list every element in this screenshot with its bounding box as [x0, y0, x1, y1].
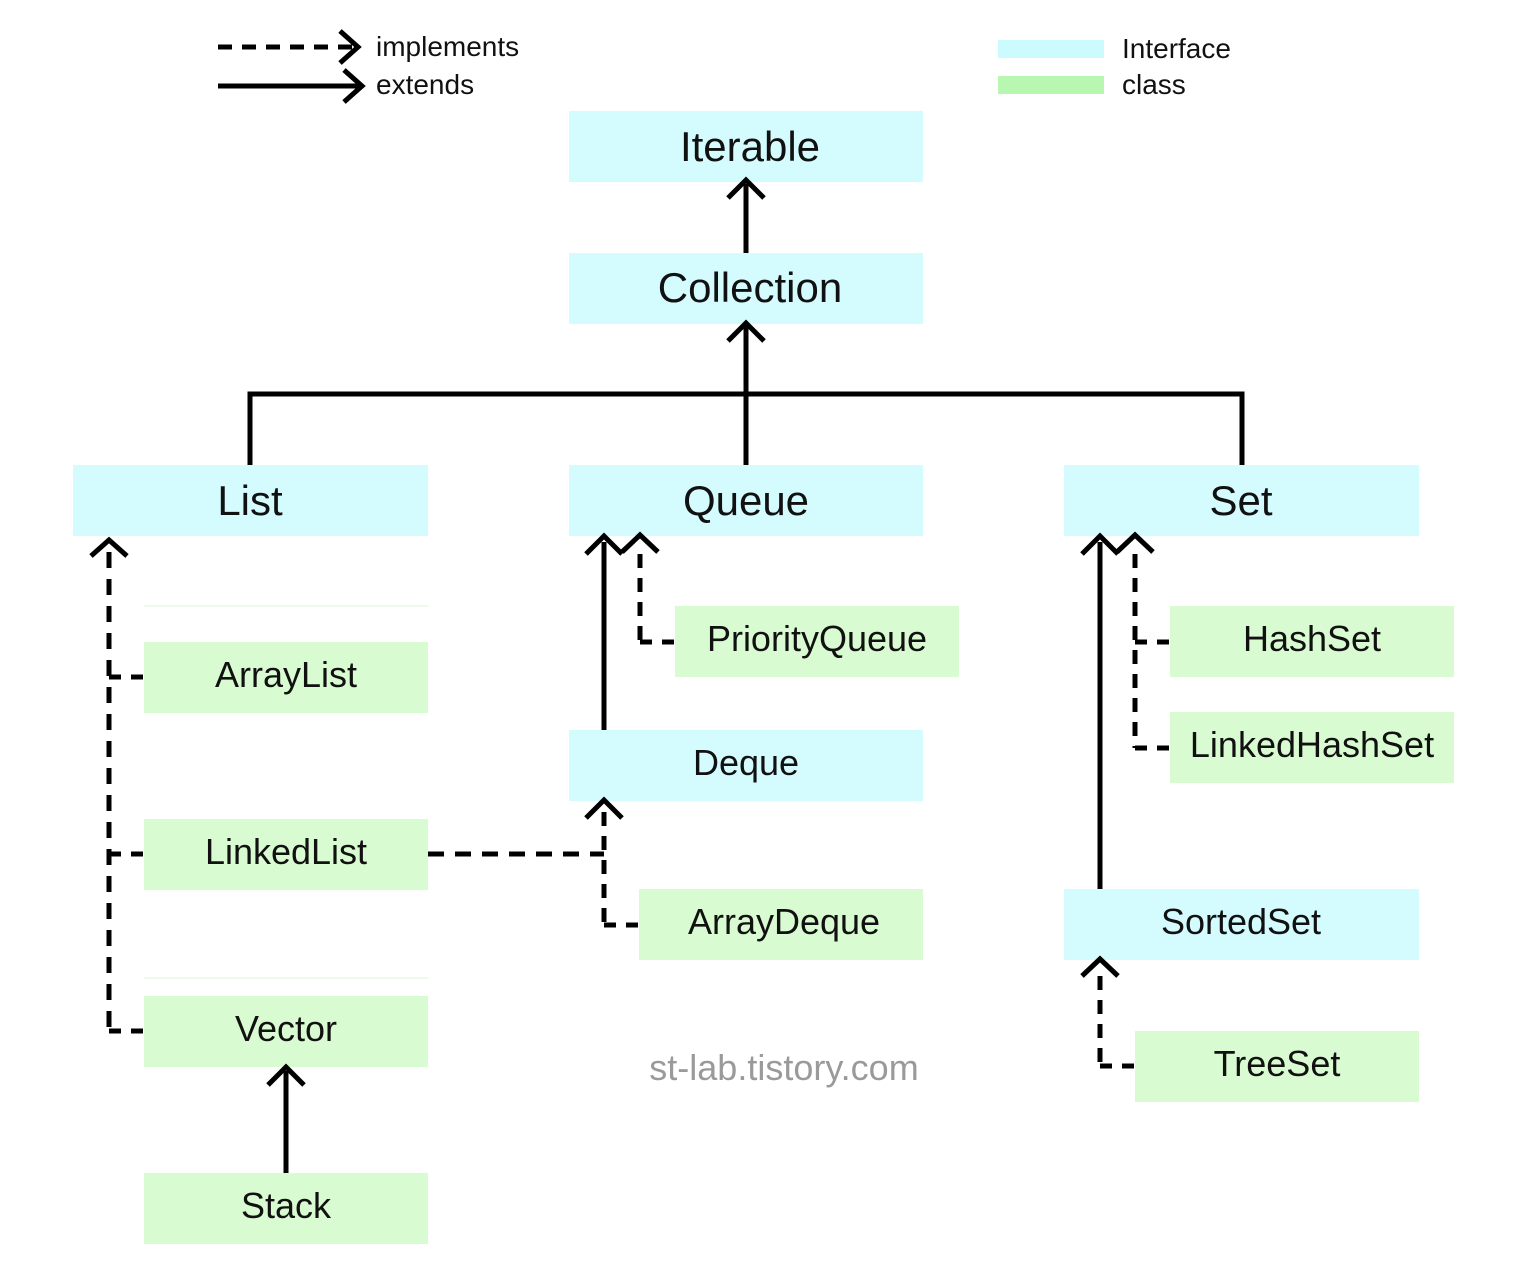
node-treeset-box	[1135, 1031, 1419, 1102]
edge-sortedset-extends-set	[1080, 532, 1120, 889]
node-set-label: Set	[1209, 477, 1272, 524]
node-collection[interactable]: Collection	[569, 253, 923, 324]
node-sortedset[interactable]: SortedSet	[1064, 889, 1419, 960]
node-stack[interactable]: Stack	[144, 1173, 428, 1244]
edge-subinterfaces-extend-collection	[247, 319, 1245, 465]
node-arraylist[interactable]: ArrayList	[144, 642, 428, 713]
node-arraylist-label: ArrayList	[215, 654, 357, 695]
node-vector[interactable]: Vector	[144, 996, 428, 1067]
node-sortedset-box	[1064, 889, 1419, 960]
watermark-text: st-lab.tistory.com	[649, 1047, 918, 1088]
edge-set-implementations	[1115, 531, 1172, 751]
node-linkedlist-label: LinkedList	[205, 831, 367, 872]
node-collection-box	[569, 253, 923, 324]
node-linkedhashset-label: LinkedHashSet	[1190, 724, 1434, 765]
node-queue-label: Queue	[683, 477, 809, 524]
edge-collection-extends-iterable	[726, 176, 766, 253]
node-iterable-box	[569, 111, 923, 182]
node-set-box	[1064, 465, 1419, 536]
node-stack-box	[144, 1173, 428, 1244]
legend-class-swatch	[998, 76, 1104, 94]
node-iterable[interactable]: Iterable	[569, 111, 923, 182]
edge-stack-extends-vector	[266, 1063, 306, 1173]
node-hashset-label: HashSet	[1243, 618, 1381, 659]
node-iterable-label: Iterable	[680, 123, 820, 170]
node-linkedhashset[interactable]: LinkedHashSet	[1170, 712, 1454, 783]
node-collection-label: Collection	[658, 264, 842, 311]
node-stack-label: Stack	[241, 1185, 332, 1226]
edge-priorityqueue-implements-queue	[620, 531, 677, 645]
node-vector-box	[144, 996, 428, 1067]
node-hashset-box	[1170, 606, 1454, 677]
node-priorityqueue[interactable]: PriorityQueue	[675, 606, 959, 677]
legend-extends-arrowhead	[342, 68, 366, 104]
node-vector-label: Vector	[235, 1008, 337, 1049]
legend-interface-label: Interface	[1122, 33, 1231, 64]
node-linkedlist[interactable]: LinkedList	[144, 819, 428, 890]
edge-deque-implementations	[428, 796, 641, 928]
node-deque-box	[569, 730, 923, 801]
node-treeset[interactable]: TreeSet	[1135, 1031, 1419, 1102]
legend-implements-arrowhead	[338, 29, 362, 65]
edge-treeset-implements-sortedset	[1080, 955, 1137, 1069]
node-set[interactable]: Set	[1064, 465, 1419, 536]
legend-implements-label: implements	[376, 31, 519, 62]
node-queue[interactable]: Queue	[569, 465, 923, 536]
node-deque-label: Deque	[693, 742, 799, 783]
nodes: Iterable Collection List Queue Set Array…	[73, 111, 1454, 1244]
node-arraydeque-label: ArrayDeque	[688, 901, 880, 942]
node-queue-box	[569, 465, 923, 536]
edge-list-implementations	[89, 536, 146, 1034]
node-linkedlist-box	[144, 819, 428, 890]
node-priorityqueue-label: PriorityQueue	[707, 618, 927, 659]
node-list-box	[73, 465, 428, 536]
node-list-label: List	[217, 477, 283, 524]
node-linkedhashset-box	[1170, 712, 1454, 783]
legend-interface-swatch	[998, 40, 1104, 58]
node-deque[interactable]: Deque	[569, 730, 923, 801]
edge-deque-extends-queue	[584, 532, 624, 730]
node-priorityqueue-box	[675, 606, 959, 677]
legend-class-label: class	[1122, 69, 1186, 100]
node-arraydeque[interactable]: ArrayDeque	[639, 889, 923, 960]
node-arraylist-box	[144, 642, 428, 713]
node-arraydeque-box	[639, 889, 923, 960]
node-hashset[interactable]: HashSet	[1170, 606, 1454, 677]
legend-extends-label: extends	[376, 69, 474, 100]
node-list[interactable]: List	[73, 465, 428, 536]
edges	[89, 176, 1245, 1173]
node-treeset-label: TreeSet	[1214, 1043, 1341, 1084]
node-sortedset-label: SortedSet	[1161, 901, 1321, 942]
legend: implements extends Interface class	[218, 29, 1231, 104]
